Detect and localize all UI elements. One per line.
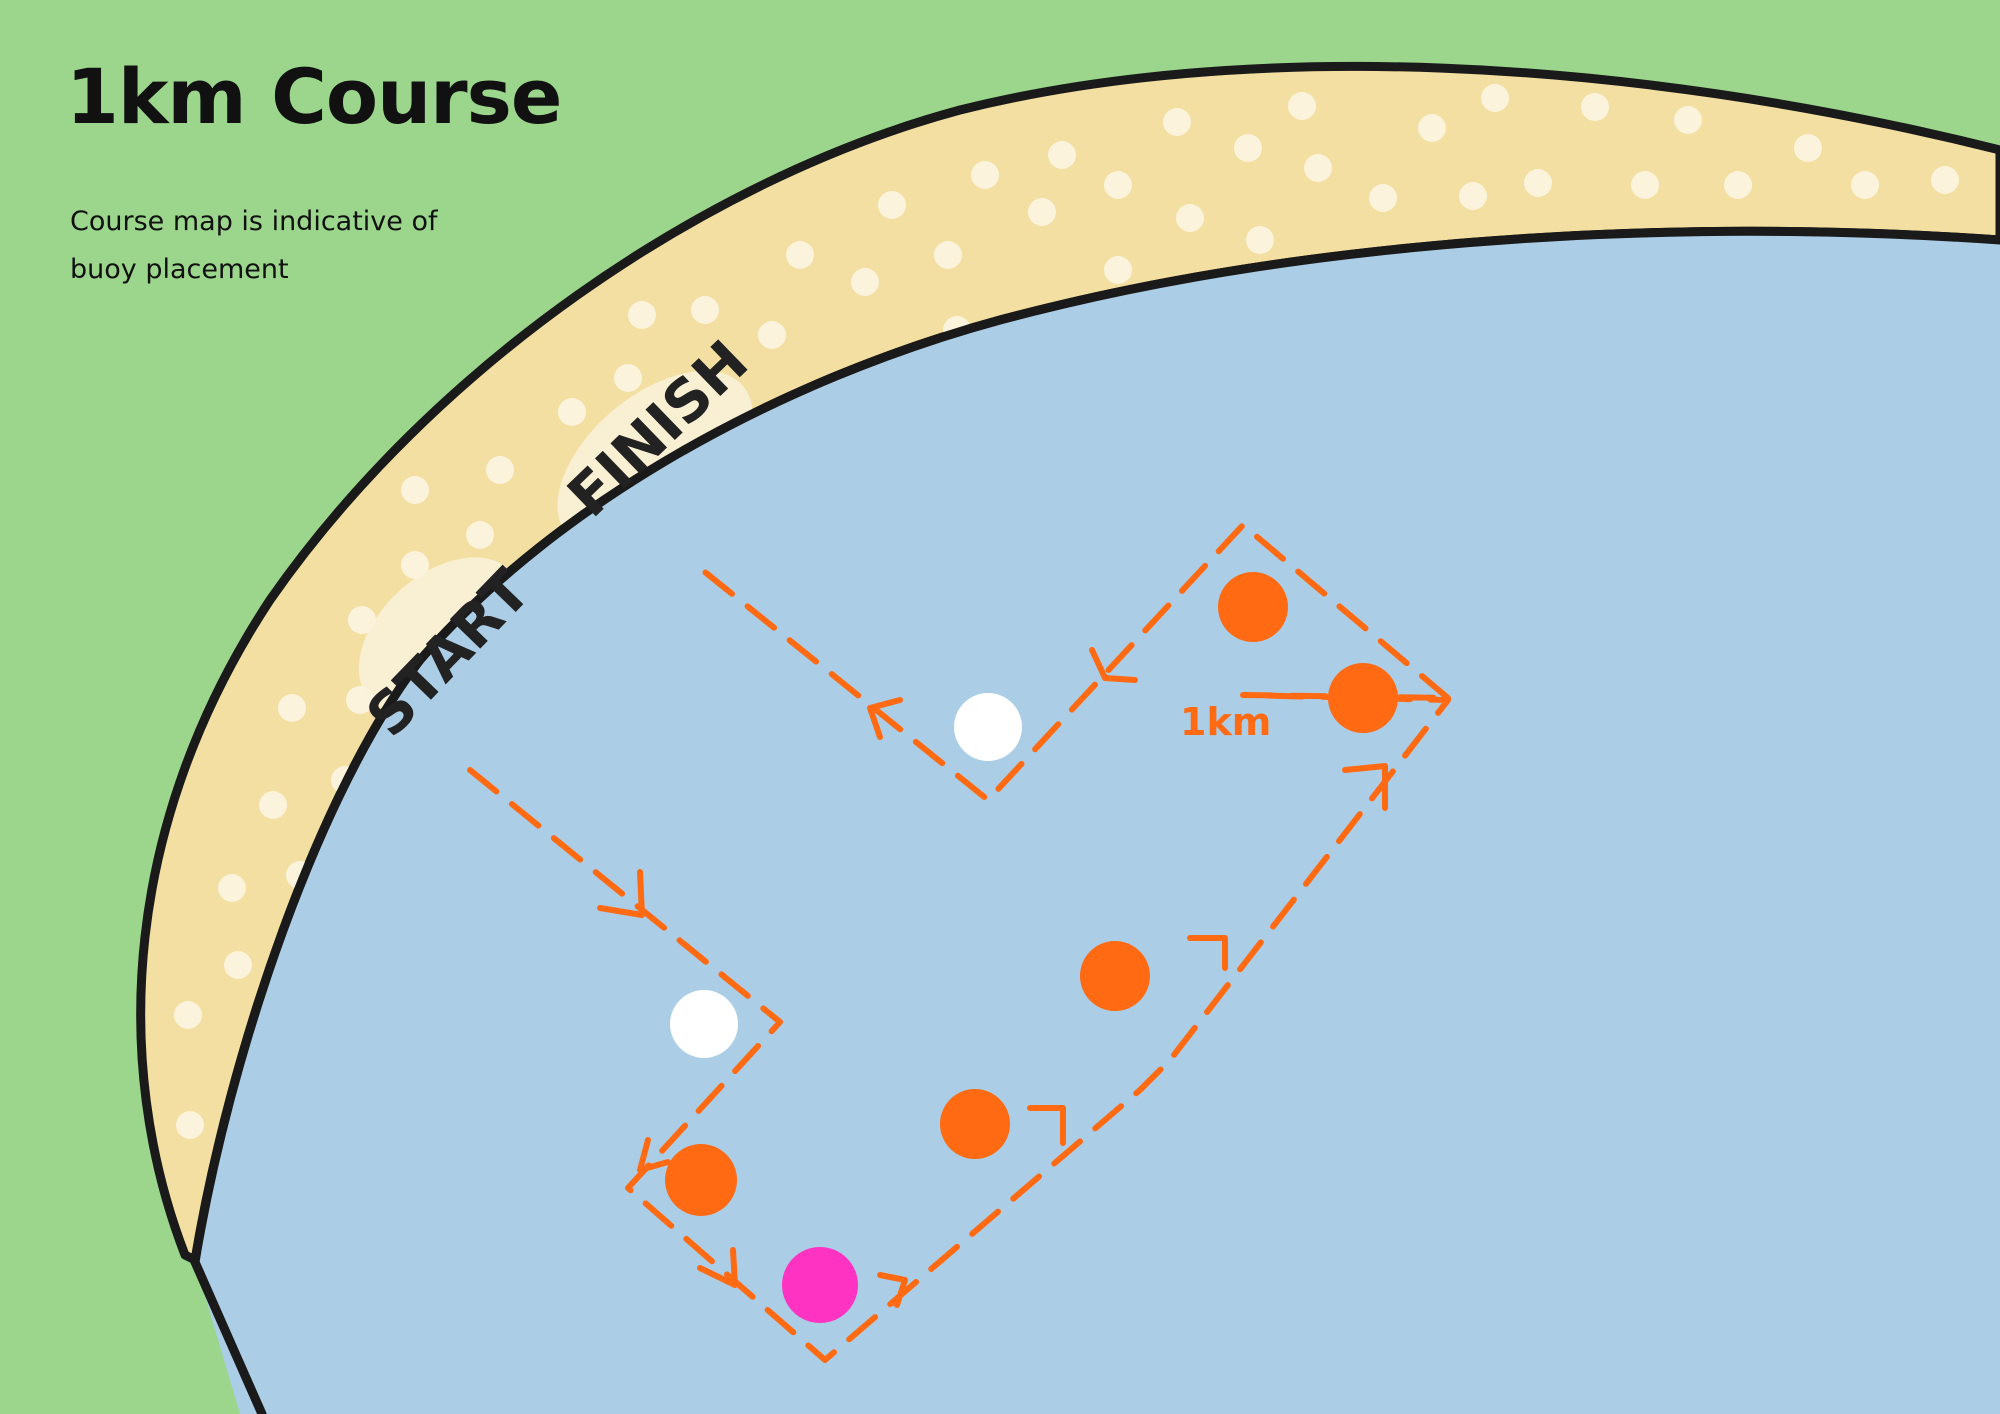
shoreline-tail <box>190 1257 267 1414</box>
buoy-marker <box>954 693 1022 761</box>
arrow-icon <box>867 697 903 740</box>
route-outer-loop <box>687 522 1451 803</box>
page-title: 1km Course <box>66 52 562 141</box>
course-arrows <box>597 647 1388 1308</box>
course-route <box>467 522 1451 1363</box>
arrow-icon <box>877 1272 908 1308</box>
buoy-turn <box>1328 663 1398 733</box>
buoy-turn <box>1218 572 1288 642</box>
arrow-icon <box>637 1137 671 1173</box>
arrow-icon <box>1027 1105 1066 1146</box>
shoreline <box>190 226 2000 1267</box>
arrow-icon <box>697 1247 738 1288</box>
route-start-leg <box>467 692 1451 1363</box>
buoy-special <box>782 1247 858 1323</box>
arrow-icon <box>1089 647 1138 683</box>
buoy-turn <box>1080 941 1150 1011</box>
page-subtitle: Course map is indicative of buoy placeme… <box>70 206 438 285</box>
water-area <box>195 231 2000 1414</box>
buoy-turn <box>940 1089 1010 1159</box>
arrow-icon <box>1342 763 1388 811</box>
arrow-icon <box>597 869 645 918</box>
buoy-marker <box>670 990 738 1058</box>
buoys <box>665 572 1398 1323</box>
distance-label: 1km <box>1180 700 1271 744</box>
arrow-icon <box>1187 935 1228 971</box>
buoy-turn <box>665 1144 737 1216</box>
